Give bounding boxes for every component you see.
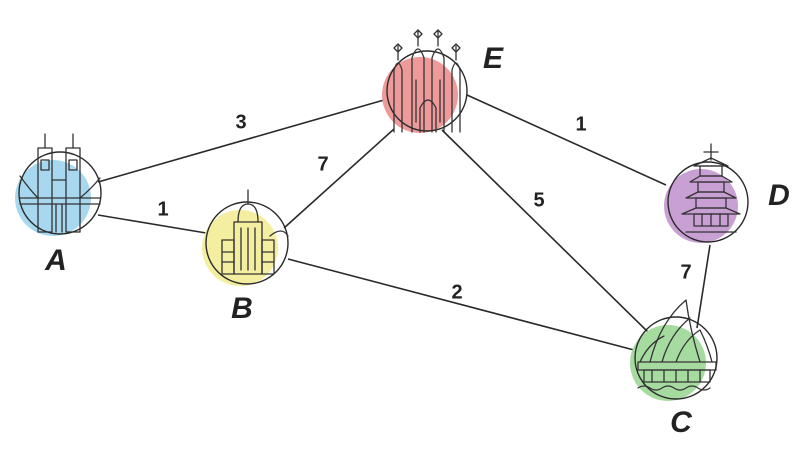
node-a-ring <box>18 151 102 235</box>
weight-a-b: 1 <box>157 198 168 220</box>
bridge-icon <box>19 133 101 233</box>
node-d-label: D <box>768 179 790 212</box>
node-c-ring <box>634 316 718 400</box>
node-b: B <box>202 189 289 325</box>
node-c-label: C <box>670 406 693 439</box>
node-b-ring <box>205 201 289 285</box>
edge-b-c <box>287 258 635 351</box>
weight-e-d: 1 <box>575 113 586 135</box>
node-b-blob <box>202 210 278 286</box>
weight-b-e: 7 <box>317 153 328 175</box>
edge-b-e <box>283 128 395 229</box>
edge-weights: 3 1 7 2 5 1 7 <box>157 111 691 303</box>
edge-e-c <box>441 129 652 336</box>
node-c: C <box>630 299 718 439</box>
node-d-ring <box>667 161 749 243</box>
node-a-label: A <box>44 244 67 277</box>
node-e-blob <box>382 57 458 133</box>
skyscraper-icon <box>221 189 289 275</box>
edge-e-d <box>466 94 667 186</box>
node-d: D <box>664 143 790 243</box>
opera-house-icon <box>637 299 717 391</box>
weight-d-c: 7 <box>680 261 691 283</box>
node-b-label: B <box>231 292 253 325</box>
weight-a-e: 3 <box>235 111 246 133</box>
node-e-label: E <box>483 42 504 75</box>
node-e-ring <box>386 50 468 132</box>
pagoda-icon <box>681 143 741 233</box>
weight-b-c: 2 <box>451 281 462 303</box>
edge-a-b <box>97 214 207 234</box>
edge-a-e <box>97 99 385 183</box>
weight-e-c: 5 <box>533 189 544 211</box>
cathedral-icon <box>393 29 461 133</box>
edges <box>97 94 711 351</box>
node-a: A <box>15 133 102 277</box>
edge-d-c <box>696 244 711 329</box>
node-e: E <box>382 29 504 133</box>
